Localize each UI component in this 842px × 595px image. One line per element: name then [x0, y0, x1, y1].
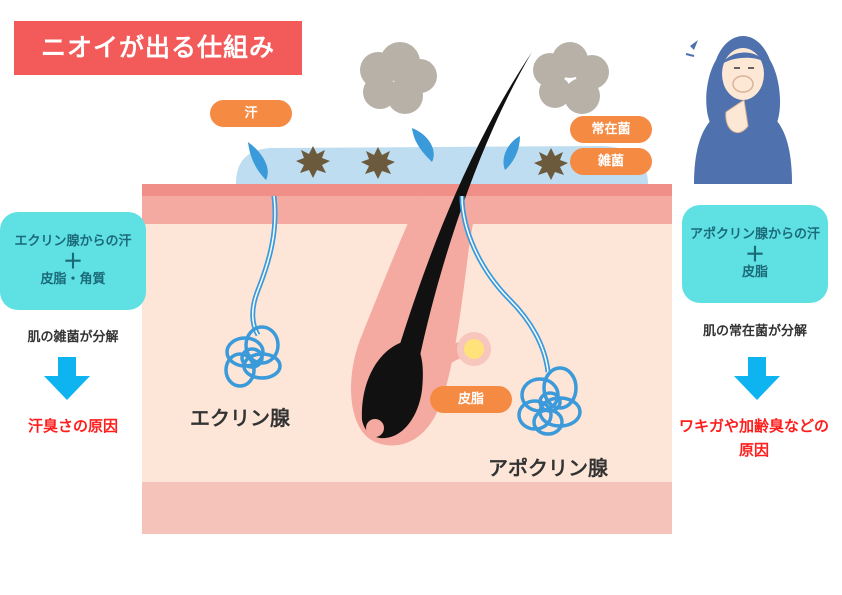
apocrine-cause-box: アポクリン腺からの汗 ＋ 皮脂 — [682, 205, 828, 303]
eccrine-gland-label: エクリン腺 — [190, 406, 290, 430]
sweat-drop — [412, 128, 434, 162]
hair-shaft — [395, 52, 532, 365]
apocrine-result-text: ワキガや加齢臭などの 原因 — [670, 414, 838, 462]
eccrine-cause-box: エクリン腺からの汗 ＋ 皮脂・角質 — [0, 212, 146, 310]
sweat-label: 汗 — [210, 100, 292, 127]
skin-surface-band — [142, 184, 672, 196]
apocrine-result-line2: 原因 — [738, 441, 769, 459]
odor-cloud-left — [360, 42, 437, 114]
sweat-drop — [503, 136, 520, 170]
sweat-drop — [248, 142, 268, 180]
apocrine-cause-line2: 皮脂 — [741, 265, 768, 280]
eccrine-coil — [224, 325, 282, 388]
eccrine-result-text: 汗臭さの原因 — [27, 417, 118, 435]
apocrine-gland-label: アポクリン腺 — [488, 456, 608, 480]
resident-bacteria-label: 常在菌 — [570, 116, 652, 143]
page-title: ニオイが出る仕組み — [14, 21, 302, 75]
eccrine-cause-line2: 皮脂・角質 — [40, 272, 106, 287]
down-arrow-right — [734, 357, 780, 400]
hair-papilla — [366, 419, 384, 437]
sebum-droplet — [464, 339, 484, 359]
eccrine-duct-inner — [252, 195, 276, 336]
apocrine-result-line1: ワキガや加齢臭などの — [678, 417, 829, 435]
apocrine-cause-line1: アポクリン腺からの汗 — [689, 227, 820, 242]
odor-cloud-right — [533, 42, 609, 114]
sebum-label: 皮脂 — [430, 386, 512, 413]
down-arrow-left — [44, 357, 90, 400]
plus-sign: ＋ — [745, 242, 765, 266]
eccrine-cause-line1: エクリン腺からの汗 — [14, 234, 132, 249]
apocrine-process-text: 肌の常在菌が分解 — [702, 324, 807, 339]
misc-bacteria-label: 雑菌 — [570, 148, 652, 175]
bacteria — [296, 146, 568, 180]
lower-skin-layer — [142, 482, 672, 534]
apocrine-coil — [517, 366, 582, 436]
plus-sign: ＋ — [63, 249, 83, 273]
apocrine-duct-inner — [461, 195, 549, 373]
hair-bulb — [361, 340, 423, 439]
eccrine-process-text: 肌の雑菌が分解 — [27, 330, 119, 345]
woman-holding-nose-illustration — [685, 36, 792, 184]
